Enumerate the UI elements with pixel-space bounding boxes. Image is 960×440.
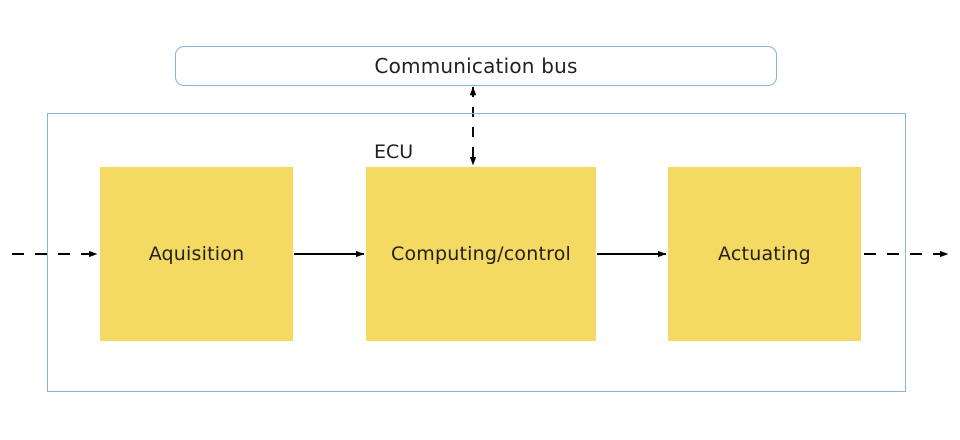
communication-bus-node[interactable] (175, 46, 777, 86)
ecu-container-frame (47, 113, 906, 392)
ecu-container-label: ECU (374, 141, 414, 163)
block-computing-control[interactable] (366, 167, 596, 341)
block-actuating[interactable] (668, 167, 861, 341)
block-acquisition[interactable] (100, 167, 293, 341)
